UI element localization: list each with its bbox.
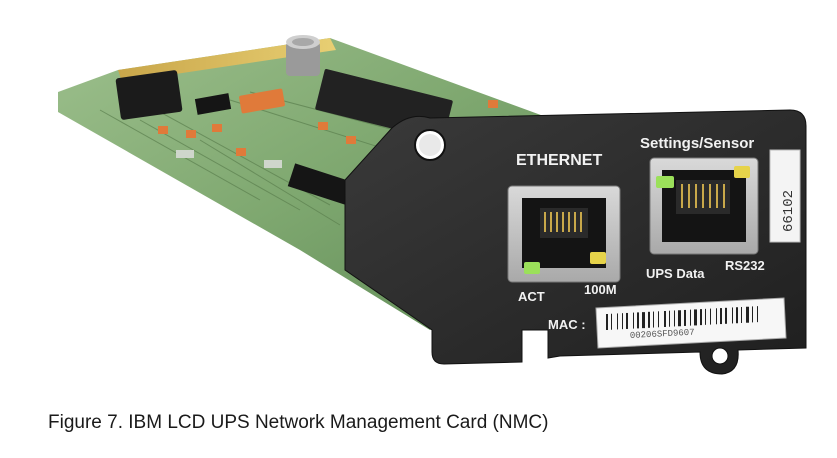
barcode-bar [736,307,738,324]
settings-sensor-port [649,157,759,255]
barcode-bar [725,307,727,324]
barcode-bar [653,311,654,328]
barcode-bar [732,307,733,324]
barcode-bar [741,306,742,323]
rs232-label: RS232 [725,258,765,273]
barcode-bar [611,313,612,330]
barcode-bar [690,309,691,326]
act-label: ACT [518,289,545,304]
nmc-card-photo: ETHERNET Settings/Sensor ACT 100M [58,35,807,375]
barcode-bar [700,309,702,326]
speed-led [590,252,606,264]
barcode-bar [664,310,666,327]
barcode-bar [633,312,634,329]
barcode-bar [642,312,645,329]
barcode-bar [678,310,681,327]
barcode-bar [617,313,618,330]
barcode-bar [684,309,686,326]
barcode-bar [674,310,675,327]
act-led [524,262,540,274]
ups-data-led [656,176,674,188]
barcode-bar [669,310,670,327]
ups-data-label: UPS Data [646,266,705,281]
barcode-bar [720,308,722,325]
mac-label: MAC : [548,317,586,332]
barcode-bar [757,306,758,323]
speed-label: 100M [584,282,617,297]
rs232-led [734,166,750,178]
serial-number: 66102 [781,190,797,232]
barcode-bar [716,308,717,325]
barcode-bar [705,308,706,325]
figure-caption: Figure 7. IBM LCD UPS Network Management… [48,412,549,433]
barcode-bar [710,308,711,325]
ethernet-port [507,185,621,283]
barcode-bar [622,313,623,330]
barcode-bar [637,312,639,329]
mac-address-text: 00206SFD9607 [630,328,695,341]
barcode-bar [606,314,608,330]
barcode [606,306,758,330]
barcode-bar [746,306,749,323]
mac-barcode-sticker: 00206SFD9607 [595,297,787,349]
serial-sticker: 66102 [769,149,801,243]
settings-sensor-label: Settings/Sensor [640,135,754,152]
barcode-bar [648,311,650,328]
barcode-bar [752,306,753,323]
barcode-bar [694,309,697,326]
barcode-bar [658,311,659,328]
ethernet-label: ETHERNET [516,152,602,169]
barcode-bar [626,312,628,329]
